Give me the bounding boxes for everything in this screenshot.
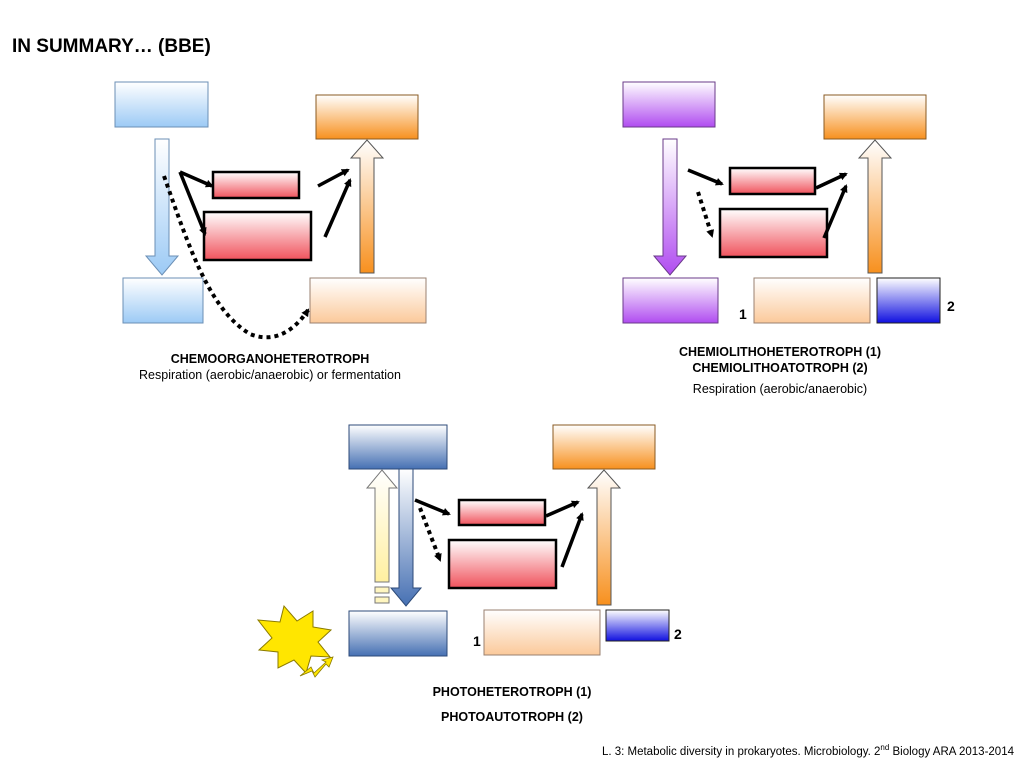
up-block-arrow <box>586 469 622 606</box>
solid-arrow <box>317 168 350 188</box>
down-block-arrow <box>652 138 688 276</box>
solid-arrow <box>687 168 724 186</box>
panel-title: PHOTOAUTOTROPH (2) <box>441 710 583 724</box>
dotted-arrow <box>418 507 442 562</box>
solid-arrow <box>822 184 848 239</box>
footer-prefix: L. 3: Metabolic diversity in prokaryotes… <box>601 746 881 758</box>
target-box <box>315 94 419 140</box>
solid-arrow <box>560 512 584 568</box>
footer-citation: L. 3: Metabolic diversity in prokaryotes… <box>602 743 1014 758</box>
product-box <box>348 610 448 657</box>
caption-photo: PHOTOHETEROTROPH (1) PHOTOAUTOTROPH (2) <box>352 684 672 725</box>
panel-title: PHOTOHETEROTROPH (1) <box>432 685 592 699</box>
small-red-box <box>211 170 301 200</box>
solid-arrow <box>178 171 207 236</box>
marker-1: 1 <box>739 306 747 322</box>
large-red-box <box>718 207 829 259</box>
product-box <box>622 277 719 324</box>
dotted-arrow <box>696 191 714 238</box>
caption-chemolitho: CHEMIOLITHOHETEROTROPH (1) CHEMIOLITHOAT… <box>620 344 940 397</box>
solid-arrow <box>815 172 848 190</box>
source-box <box>622 81 716 128</box>
caption-chemoorganoheterotroph: CHEMOORGANOHETEROTROPH Respiration (aero… <box>110 351 430 383</box>
solid-arrow <box>323 178 352 238</box>
panel-photo <box>256 424 670 678</box>
source-box <box>114 81 209 128</box>
large-red-box <box>447 538 558 590</box>
light-arrow-dash <box>374 596 390 604</box>
light-up-block-arrow <box>365 469 399 583</box>
up-block-arrow <box>349 139 385 274</box>
energy-box <box>483 609 601 656</box>
target-box <box>552 424 656 470</box>
lightning-icon <box>299 656 334 678</box>
co2-box <box>876 277 941 324</box>
panel-title: CHEMIOLITHOHETEROTROPH (1) <box>678 345 882 359</box>
co2-box <box>605 609 670 642</box>
solid-arrow <box>414 498 451 516</box>
panel-description: Respiration (aerobic/anaerobic) or ferme… <box>139 368 401 382</box>
source-box <box>348 424 448 470</box>
footer-suffix: Biology ARA 2013-2014 <box>889 746 1015 758</box>
up-block-arrow <box>857 139 893 274</box>
small-red-box <box>728 166 817 196</box>
footer-sup: nd <box>880 743 890 753</box>
panel-title: CHEMOORGANOHETEROTROPH <box>170 352 370 366</box>
energy-box <box>753 277 871 324</box>
marker-2: 2 <box>947 298 955 314</box>
marker-2: 2 <box>674 626 682 642</box>
target-box <box>823 94 927 140</box>
solid-arrow <box>545 500 580 518</box>
marker-1: 1 <box>473 633 481 649</box>
large-red-box <box>202 210 313 262</box>
panel-title: CHEMIOLITHOATOTROPH (2) <box>692 361 868 375</box>
page-title: IN SUMMARY… (BBE) <box>12 36 211 57</box>
panel-chemoorganoheterotroph <box>114 81 427 340</box>
small-red-box <box>457 498 547 527</box>
sun-icon <box>256 604 333 674</box>
light-arrow-dash <box>374 586 390 594</box>
solid-arrow <box>179 170 214 188</box>
down-block-arrow <box>389 468 423 607</box>
energy-box <box>309 277 427 324</box>
dotted-arrow <box>162 175 310 340</box>
panel-description: Respiration (aerobic/anaerobic) <box>692 382 868 396</box>
product-box <box>122 277 204 324</box>
panel-chemolitho <box>622 81 941 324</box>
down-block-arrow <box>144 138 180 276</box>
